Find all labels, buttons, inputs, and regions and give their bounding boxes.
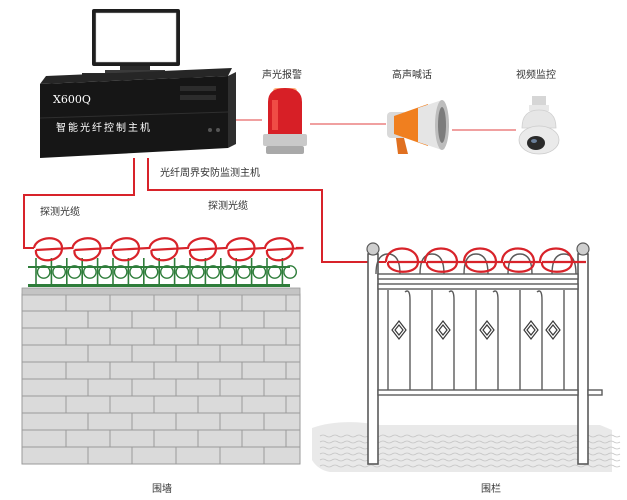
detection-cable-left bbox=[23, 158, 135, 249]
loudspeaker-label: 高声喊话 bbox=[392, 70, 432, 81]
controller-host-icon: X600Q 智能光纤控制主机 bbox=[39, 9, 236, 158]
alarm-siren-icon bbox=[263, 88, 307, 154]
server-model-text: X600Q bbox=[53, 93, 91, 106]
detection-cable-right bbox=[147, 158, 386, 263]
server-panel-text: 智能光纤控制主机 bbox=[56, 121, 152, 134]
megaphone-icon bbox=[387, 100, 449, 154]
iron-fence-icon bbox=[312, 242, 621, 472]
controller-label: 光纤周界安防监测主机 bbox=[160, 168, 260, 179]
fence-cable-loops bbox=[384, 247, 586, 273]
cable-right-label: 探测光缆 bbox=[208, 201, 248, 212]
wall-cable-loops bbox=[32, 237, 304, 262]
cable-left-label: 探测光缆 bbox=[40, 207, 80, 218]
device-connection-lines bbox=[236, 119, 516, 131]
wall-label: 围墙 bbox=[152, 484, 172, 495]
wall-wire-mesh bbox=[28, 258, 297, 287]
brick-wall-icon bbox=[21, 287, 301, 465]
dome-camera-icon bbox=[518, 96, 560, 155]
fence-label: 围栏 bbox=[481, 484, 501, 495]
camera-label: 视频监控 bbox=[516, 70, 556, 81]
alarm-label: 声光报警 bbox=[262, 70, 302, 81]
